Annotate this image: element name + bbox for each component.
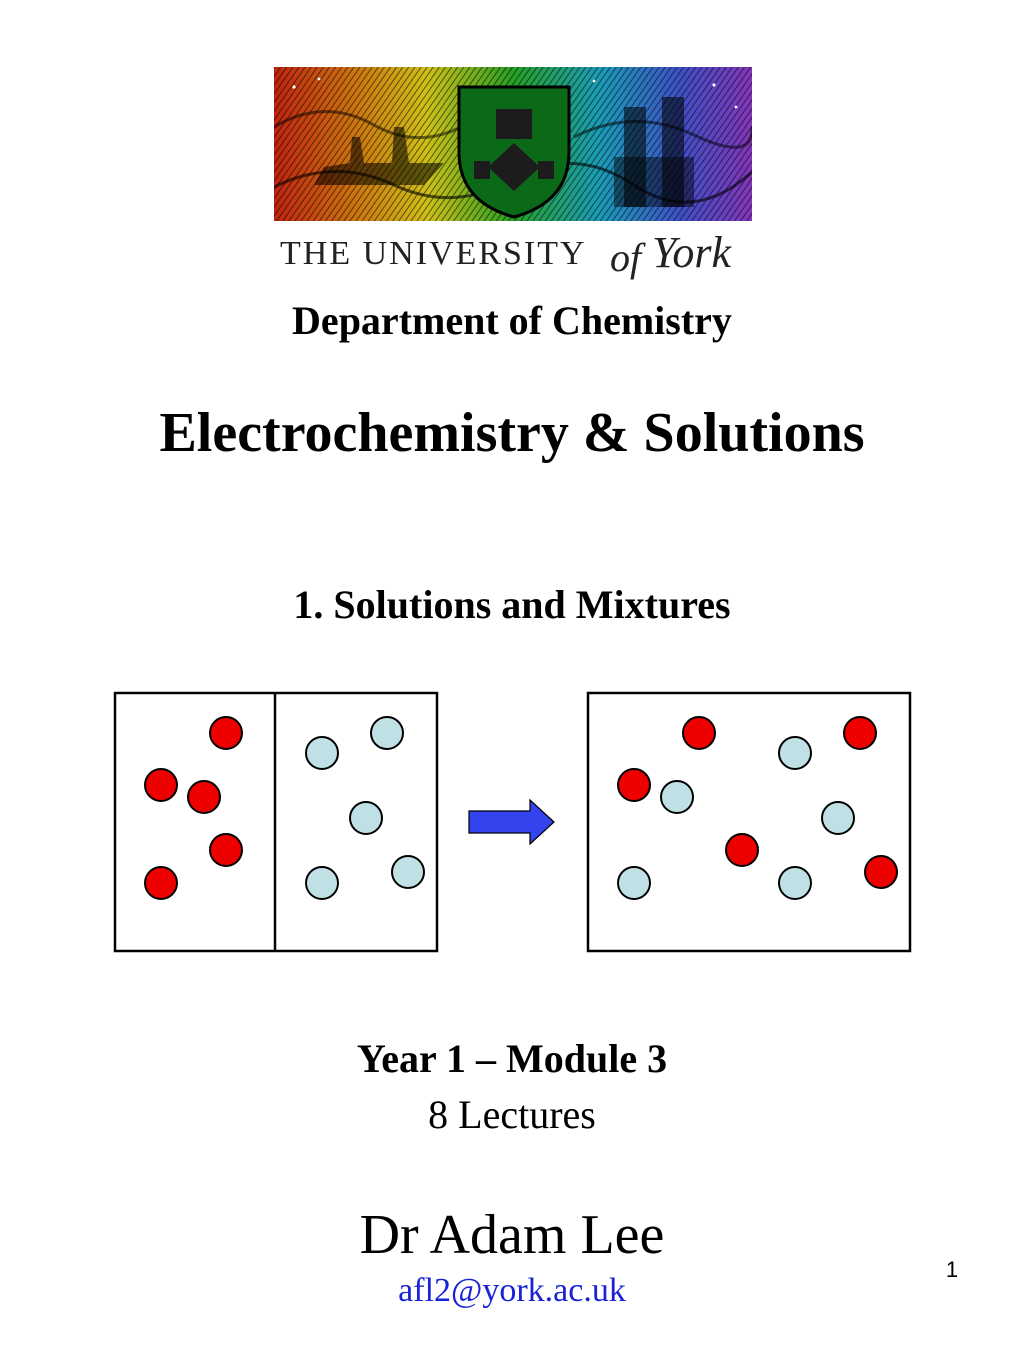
blue-particle bbox=[778, 866, 812, 900]
red-particle bbox=[187, 780, 221, 814]
blue-particle bbox=[305, 866, 339, 900]
red-particle bbox=[682, 716, 716, 750]
year-module: Year 1 – Module 3 bbox=[356, 1036, 668, 1081]
section-title: 1. Solutions and Mixtures bbox=[293, 582, 731, 627]
blue-particle bbox=[305, 736, 339, 770]
svg-text:THE UNIVERSITY: THE UNIVERSITY bbox=[280, 235, 587, 272]
right-arrow-icon bbox=[468, 798, 555, 846]
author-email-link[interactable]: afl2@york.ac.uk bbox=[398, 1272, 626, 1309]
department-name: Department of Chemistry bbox=[292, 298, 732, 343]
red-particle bbox=[209, 833, 243, 867]
blue-particle bbox=[391, 855, 425, 889]
page-number: 1 bbox=[945, 1257, 959, 1282]
mixing-diagram bbox=[113, 691, 912, 953]
blue-particle bbox=[349, 801, 383, 835]
red-particle bbox=[843, 716, 877, 750]
svg-text:of: of bbox=[610, 235, 646, 280]
lecture-count: 8 Lectures bbox=[428, 1092, 596, 1137]
blue-particle bbox=[778, 736, 812, 770]
author-name: Dr Adam Lee bbox=[359, 1204, 665, 1266]
red-particle bbox=[144, 768, 178, 802]
logo-banner-image bbox=[274, 67, 752, 221]
university-logo: THE UNIVERSITY of York bbox=[274, 67, 752, 289]
university-wordmark: THE UNIVERSITY of York bbox=[280, 228, 733, 280]
blue-particle bbox=[617, 866, 651, 900]
red-particle bbox=[864, 855, 898, 889]
blue-particle bbox=[821, 801, 855, 835]
page-title: Electrochemistry & Solutions bbox=[159, 402, 865, 464]
svg-text:York: York bbox=[652, 228, 733, 277]
blue-particle bbox=[660, 780, 694, 814]
blue-particle bbox=[370, 716, 404, 750]
red-particle bbox=[144, 866, 178, 900]
red-particle bbox=[725, 833, 759, 867]
red-particle bbox=[209, 716, 243, 750]
red-particle bbox=[617, 768, 651, 802]
